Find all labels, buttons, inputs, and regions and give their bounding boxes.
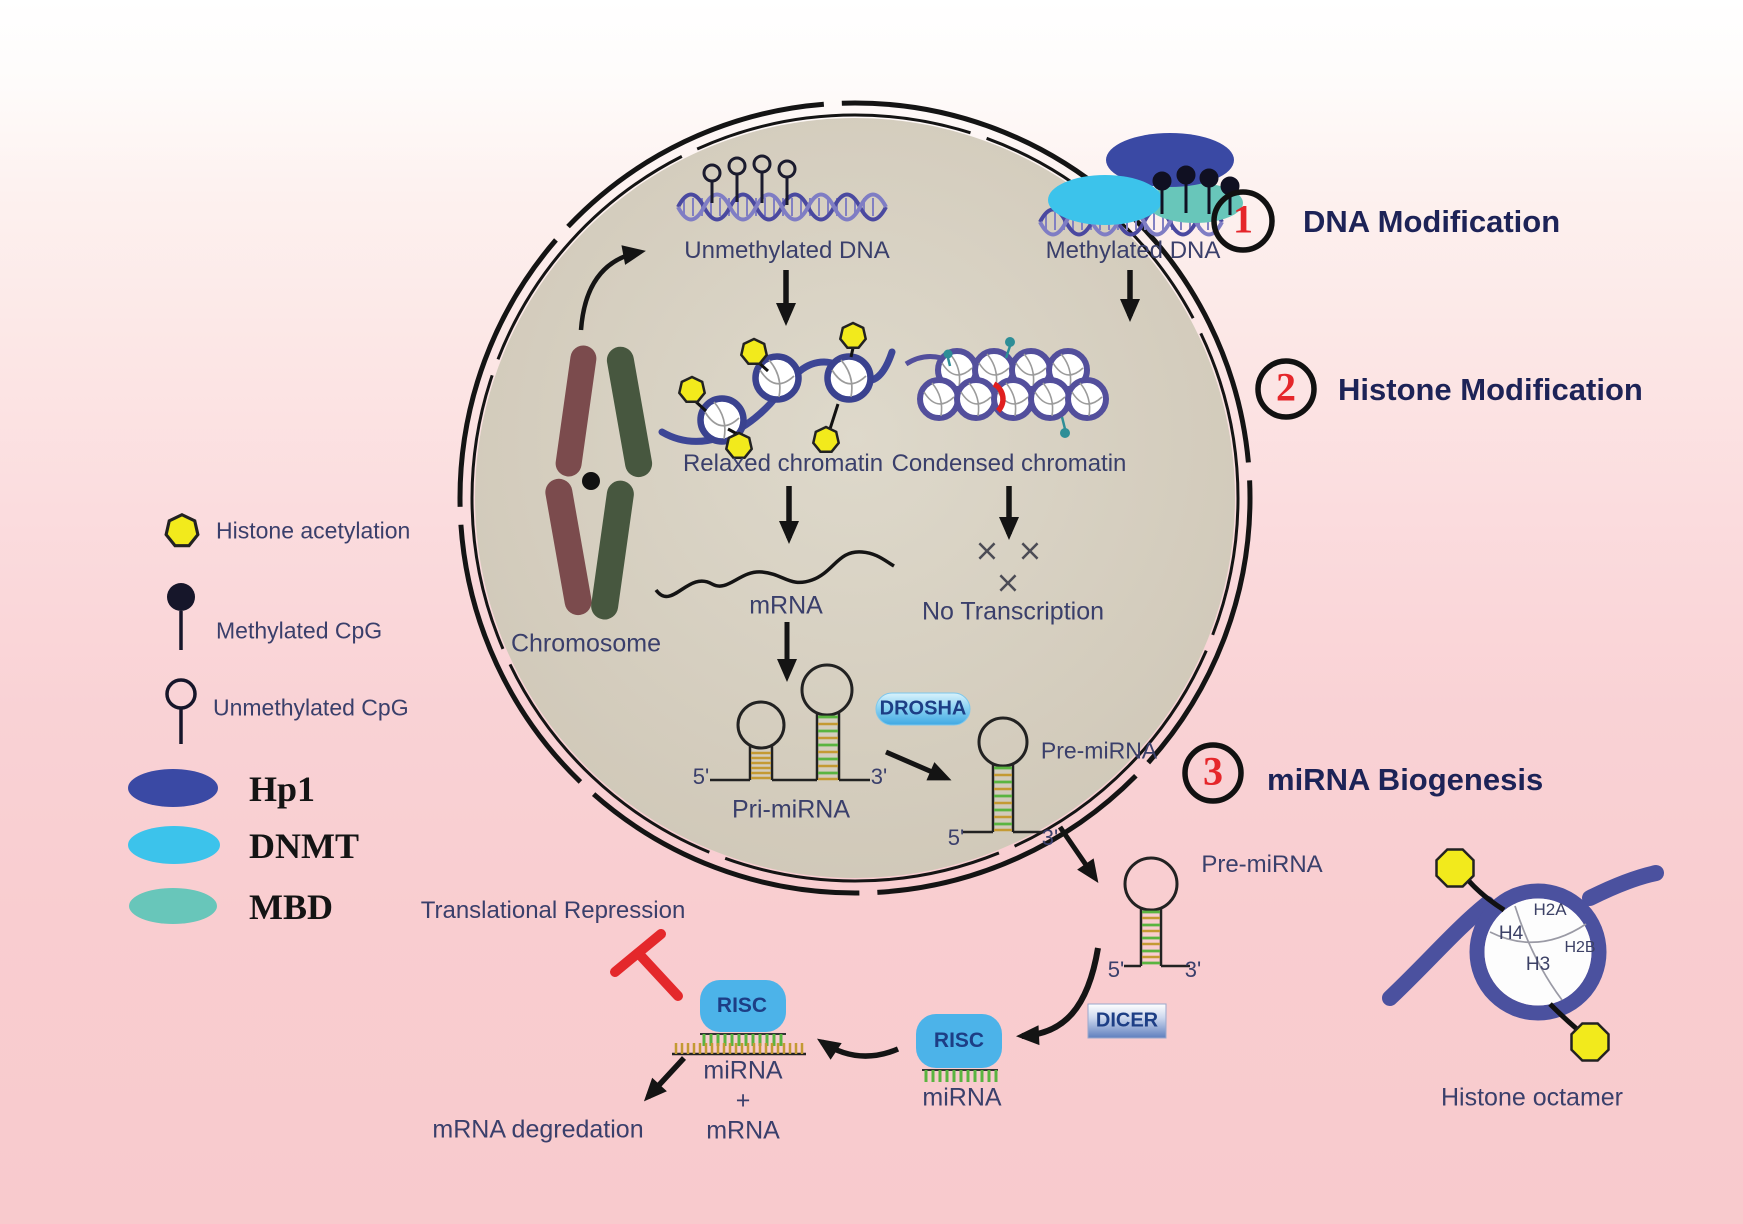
x-mark: × <box>974 533 1000 569</box>
pri-mirna-art <box>710 663 870 782</box>
mbd-protein <box>1147 183 1243 223</box>
hp1-icon <box>128 769 218 807</box>
octamer-h2b-label: H2B <box>1564 939 1596 956</box>
section-1-title: DNA Modification <box>1303 204 1561 239</box>
chromosome-art <box>545 345 653 620</box>
pre-mirna-cytoplasm-label: Pre-miRNA <box>1201 851 1323 878</box>
unmethylated-cpg-icon <box>165 678 197 744</box>
histone-acetylation-icon <box>164 513 200 548</box>
pri-mirna-3prime: 3' <box>870 764 888 789</box>
plus-label: + <box>735 1086 751 1115</box>
arrow-drosha <box>885 749 952 781</box>
methylated-dna-art <box>1038 133 1243 237</box>
pre-mirna-nucleus-label: Pre-miRNA <box>1040 737 1158 764</box>
chromosome-label: Chromosome <box>510 629 662 658</box>
acetylation-mark <box>1435 848 1475 888</box>
legend-hp1: Hp1 <box>249 769 316 809</box>
methylated-dna-label: Methylated DNA <box>1045 237 1221 264</box>
octamer-h2a-label: H2A <box>1533 900 1567 919</box>
acetylation-mark <box>1570 1022 1610 1062</box>
risc-target-label: RISC <box>716 994 768 1017</box>
mirna-stack-label: miRNA <box>703 1056 783 1085</box>
methyl-marks-teal <box>943 337 1070 438</box>
section-1-ring <box>1211 189 1275 253</box>
section-1-number: 1 <box>1233 196 1253 242</box>
dnmt-icon <box>128 826 220 864</box>
section-3-title: miRNA Biogenesis <box>1267 762 1544 797</box>
repressive-mark-red <box>992 381 1006 413</box>
arrow-chromosome-to-dna <box>578 245 646 331</box>
drosha-label: DROSHA <box>879 697 967 720</box>
legend-methylated-cpg: Methylated CpG <box>216 617 383 644</box>
legend-glyphs <box>128 513 220 924</box>
acetylation-mark <box>740 337 768 365</box>
dicer-label: DICER <box>1095 1009 1159 1032</box>
acetylation-mark <box>678 375 706 403</box>
dicer-box <box>1087 1003 1167 1039</box>
relaxed-chromatin-art <box>658 321 896 459</box>
mirna-label: miRNA <box>922 1083 1002 1112</box>
mrna-label: mRNA <box>749 591 823 620</box>
risc-label: RISC <box>933 1029 985 1052</box>
relaxed-chromatin-label: Relaxed chromatin <box>682 450 884 477</box>
mrna-squiggle <box>654 550 895 599</box>
pre-mirna-cytoplasm-5prime: 5' <box>1107 957 1125 982</box>
risc-target-complex-art <box>672 980 806 1056</box>
octamer-h3-label: H3 <box>1525 954 1551 975</box>
inhibition-tbar <box>610 929 683 1001</box>
translational-repression-label: Translational Repression <box>420 897 686 924</box>
nucleus-membrane <box>457 100 1253 896</box>
section-3-ring <box>1182 742 1244 804</box>
condensed-chromatin-art <box>904 337 1106 438</box>
legend-mbd: MBD <box>249 887 333 927</box>
acetylation-mark <box>839 321 867 349</box>
methylated-cpg-icon <box>167 583 195 650</box>
arrow-dicer-cleave <box>1016 947 1101 1046</box>
arrow-nuclear-export <box>1057 825 1099 883</box>
section-2-title: Histone Modification <box>1338 372 1643 407</box>
section-2-ring <box>1255 358 1317 420</box>
no-transcription-label: No Transcription <box>921 597 1105 626</box>
legend-unmethylated-cpg: Unmethylated CpG <box>213 694 409 721</box>
octamer-h4-label: H4 <box>1498 923 1524 944</box>
condensed-chromatin-label: Condensed chromatin <box>891 450 1127 477</box>
mbd-icon <box>129 888 217 924</box>
arrow-mrna-degradation <box>643 1056 687 1102</box>
histone-octamer-label: Histone octamer <box>1440 1083 1624 1112</box>
pre-mirna-nucleus-art <box>963 716 1044 834</box>
drosha-pill <box>875 692 971 726</box>
unmethylated-cpg-lollipops <box>702 154 797 205</box>
pre-mirna-nucleus-3prime: 3' <box>1041 825 1059 850</box>
mrna-degradation-label: mRNA degredation <box>432 1115 644 1144</box>
acetylation-mark <box>812 425 840 453</box>
arrow-risc-to-target <box>817 1038 900 1060</box>
unmethylated-dna-label: Unmethylated DNA <box>684 237 890 264</box>
dnmt-protein <box>1048 175 1162 225</box>
unmethylated-dna-art <box>676 154 888 222</box>
risc-mirna-art <box>916 1014 1002 1082</box>
pre-mirna-cytoplasm-art <box>1123 856 1190 968</box>
section-2-number: 2 <box>1276 364 1296 410</box>
pri-mirna-5prime: 5' <box>692 764 710 789</box>
histone-octamer-art <box>1382 848 1664 1062</box>
pre-mirna-cytoplasm-3prime: 3' <box>1184 957 1202 982</box>
pri-mirna-label: Pri-miRNA <box>731 795 851 824</box>
x-mark: × <box>1017 533 1043 569</box>
pre-mirna-nucleus-5prime: 5' <box>947 825 965 850</box>
x-mark: × <box>995 565 1021 601</box>
legend-dnmt: DNMT <box>249 826 359 866</box>
mrna-stack-label: mRNA <box>706 1116 780 1145</box>
legend-histone-acetylation: Histone acetylation <box>216 517 411 544</box>
section-3-number: 3 <box>1203 748 1223 794</box>
